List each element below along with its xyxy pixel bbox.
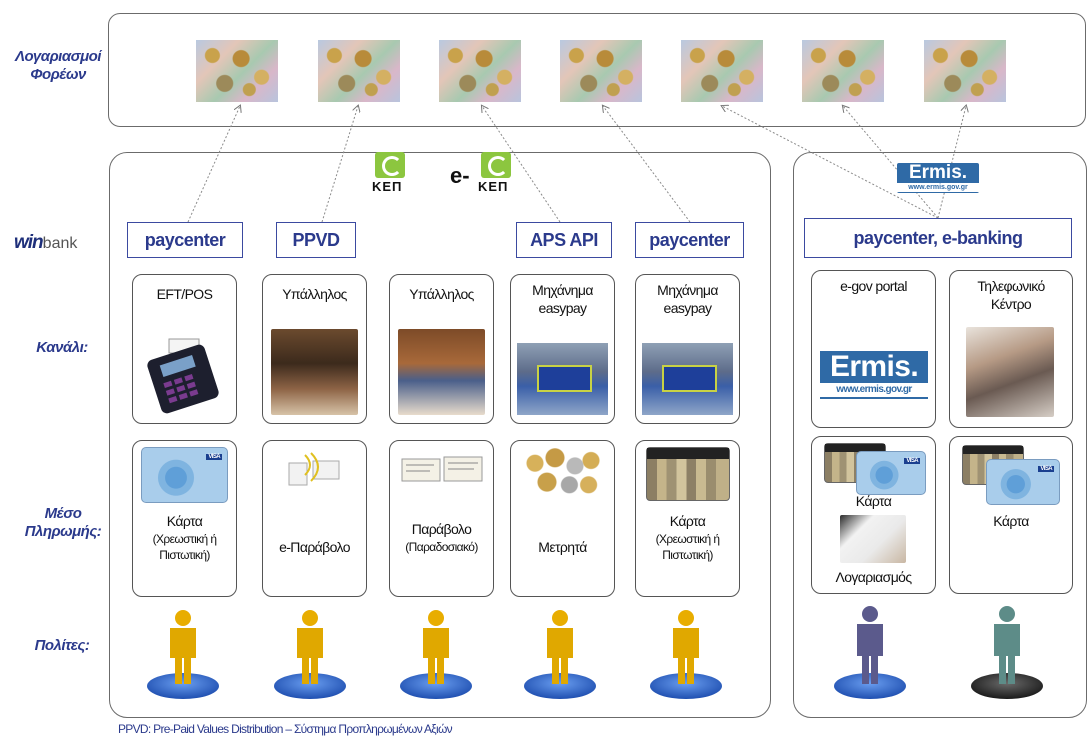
- channel-card-call-center: Τηλεφωνικό Κέντρο: [949, 270, 1073, 428]
- e-kep-logo-text: ΚΕΠ: [478, 179, 509, 194]
- service-paycenter-ebanking: paycenter, e-banking: [804, 218, 1072, 258]
- row-label-payment: Μέσο Πληρωμής:: [18, 505, 108, 541]
- arrow-ppvd: [321, 106, 358, 223]
- row-label-accounts-line1: Λογαριασμοί: [15, 48, 101, 65]
- row-label-accounts-line2: Φορέων: [30, 66, 86, 83]
- payment-card-title: Παράβολο: [411, 521, 472, 537]
- row-label-payment-line2: Πληρωμής:: [24, 523, 102, 540]
- arrow-ermis-1: [722, 106, 939, 219]
- account-document-photo: [840, 515, 906, 563]
- ermis-logo-large-name: Ermis.: [829, 350, 919, 383]
- credit-card-image: [986, 459, 1060, 505]
- ermis-logo-small: Ermis. www.ermis.gov.gr: [897, 163, 979, 193]
- arrow-aps-api: [482, 106, 561, 223]
- payment-card-title: Κάρτα: [669, 513, 706, 529]
- payment-card-title: Κάρτα: [993, 513, 1029, 529]
- payment-card-subtitle: (Χρεωστική ή Πιστωτική): [655, 532, 720, 562]
- channel-card-title: Υπάλληλος: [282, 286, 347, 302]
- winbank-logo: winbank: [14, 232, 77, 254]
- channel-card-title: Μηχάνημα easypay: [657, 282, 718, 316]
- payment-card-card-3: Κάρτα: [949, 436, 1073, 594]
- row-label-citizens: Πολίτες:: [34, 637, 90, 654]
- payment-card-card-2: Κάρτα (Χρεωστική ή Πιστωτική): [635, 440, 740, 597]
- payment-card-subtitle: (Παραδοσιακό): [405, 540, 478, 554]
- citizen-icon-1: [147, 610, 219, 699]
- e-kep-prefix: e-: [450, 163, 470, 188]
- citizens-row: [147, 606, 1043, 699]
- account-image-4: [560, 40, 642, 102]
- channel-card-easypay-1: Μηχάνημα easypay: [510, 274, 615, 424]
- account-image-2: [318, 40, 400, 102]
- channel-card-title: Υπάλληλος: [409, 286, 474, 302]
- account-image-7: [924, 40, 1006, 102]
- euro-coins-image: [523, 447, 603, 501]
- kep-logo-text: ΚΕΠ: [372, 179, 403, 194]
- channel-card-egov-portal: e-gov portal Ermis. www.ermis.gov.gr: [811, 270, 936, 428]
- easypay-machine-image: [642, 343, 733, 415]
- row-label-channel: Κανάλι:: [36, 339, 88, 356]
- account-image-3: [439, 40, 521, 102]
- row-label-payment-line1: Μέσο: [44, 505, 82, 522]
- channel-card-eft-pos: EFT/POS: [132, 274, 237, 424]
- account-image-1: [196, 40, 278, 102]
- credit-card-image: [141, 447, 228, 503]
- titanium-card-image: [646, 447, 730, 501]
- citizen-icon-7: [971, 606, 1043, 699]
- channel-card-title: EFT/POS: [156, 286, 213, 302]
- service-ppvd: PPVD: [276, 222, 356, 258]
- row-label-accounts: Λογαριασμοί Φορέων: [8, 48, 108, 84]
- payment-card-title: e-Παράβολο: [279, 539, 350, 555]
- citizen-icon-4: [524, 610, 596, 699]
- ermis-logo-large-url: www.ermis.gov.gr: [820, 383, 928, 397]
- channel-card-title: e-gov portal: [840, 278, 907, 294]
- payment-card-parabolo: Παράβολο (Παραδοσιακό): [389, 440, 494, 597]
- footnote: PPVD: Pre-Paid Values Distribution – Σύσ…: [118, 722, 453, 736]
- service-aps-api: APS API: [516, 222, 612, 258]
- channel-card-title: Μηχάνημα easypay: [532, 282, 593, 316]
- arrow-paycenter-2: [603, 106, 691, 223]
- payment-card-card-account: Κάρτα Λογαριασμός: [811, 436, 936, 594]
- employee-photo: [398, 329, 485, 415]
- kep-logo: ΚΕΠ: [372, 152, 414, 198]
- account-image-6: [802, 40, 884, 102]
- citizen-icon-6: [834, 606, 906, 699]
- e-kep-logo: ΚΕΠ: [478, 152, 520, 198]
- ermis-logo-small-url: www.ermis.gov.gr: [897, 183, 979, 192]
- e-parabolo-icon: [288, 452, 340, 486]
- employee-photo: [271, 329, 358, 415]
- payment-card-card-1: Κάρτα (Χρεωστική ή Πιστωτική): [132, 440, 237, 597]
- citizen-icon-3: [400, 610, 472, 699]
- service-paycenter-1: paycenter: [127, 222, 243, 258]
- call-center-photo: [966, 327, 1054, 417]
- arrow-paycenter-1: [187, 106, 240, 223]
- parabolo-document-icon: [401, 456, 483, 482]
- arrow-ermis-2: [843, 106, 939, 219]
- winbank-logo-bank: bank: [42, 235, 78, 252]
- payment-card-subtitle: Λογαριασμός: [835, 569, 912, 585]
- ermis-logo-large: Ermis. www.ermis.gov.gr: [820, 351, 928, 399]
- citizen-icon-5: [650, 610, 722, 699]
- payment-card-e-parabolo: e-Παράβολο: [262, 440, 367, 597]
- arrow-ermis-3: [937, 106, 966, 219]
- payment-card-subtitle: (Χρεωστική ή Πιστωτική): [152, 532, 217, 562]
- ermis-logo-small-name: Ermis.: [908, 162, 968, 183]
- account-image-5: [681, 40, 763, 102]
- channel-card-employee-1: Υπάλληλος: [262, 274, 367, 424]
- payment-card-title: Μετρητά: [538, 539, 587, 555]
- channel-card-employee-2: Υπάλληλος: [389, 274, 494, 424]
- credit-card-image: [856, 451, 926, 495]
- easypay-machine-image: [517, 343, 608, 415]
- citizen-icon-2: [274, 610, 346, 699]
- payment-card-title: Κάρτα: [855, 493, 892, 509]
- channel-card-title: Τηλεφωνικό Κέντρο: [977, 278, 1045, 312]
- winbank-logo-win: win: [14, 232, 44, 253]
- payment-card-cash: Μετρητά: [510, 440, 615, 597]
- payment-card-title: Κάρτα: [166, 513, 203, 529]
- service-paycenter-2: paycenter: [635, 222, 744, 258]
- pos-terminal-icon: [147, 338, 219, 414]
- channel-card-easypay-2: Μηχάνημα easypay: [635, 274, 740, 424]
